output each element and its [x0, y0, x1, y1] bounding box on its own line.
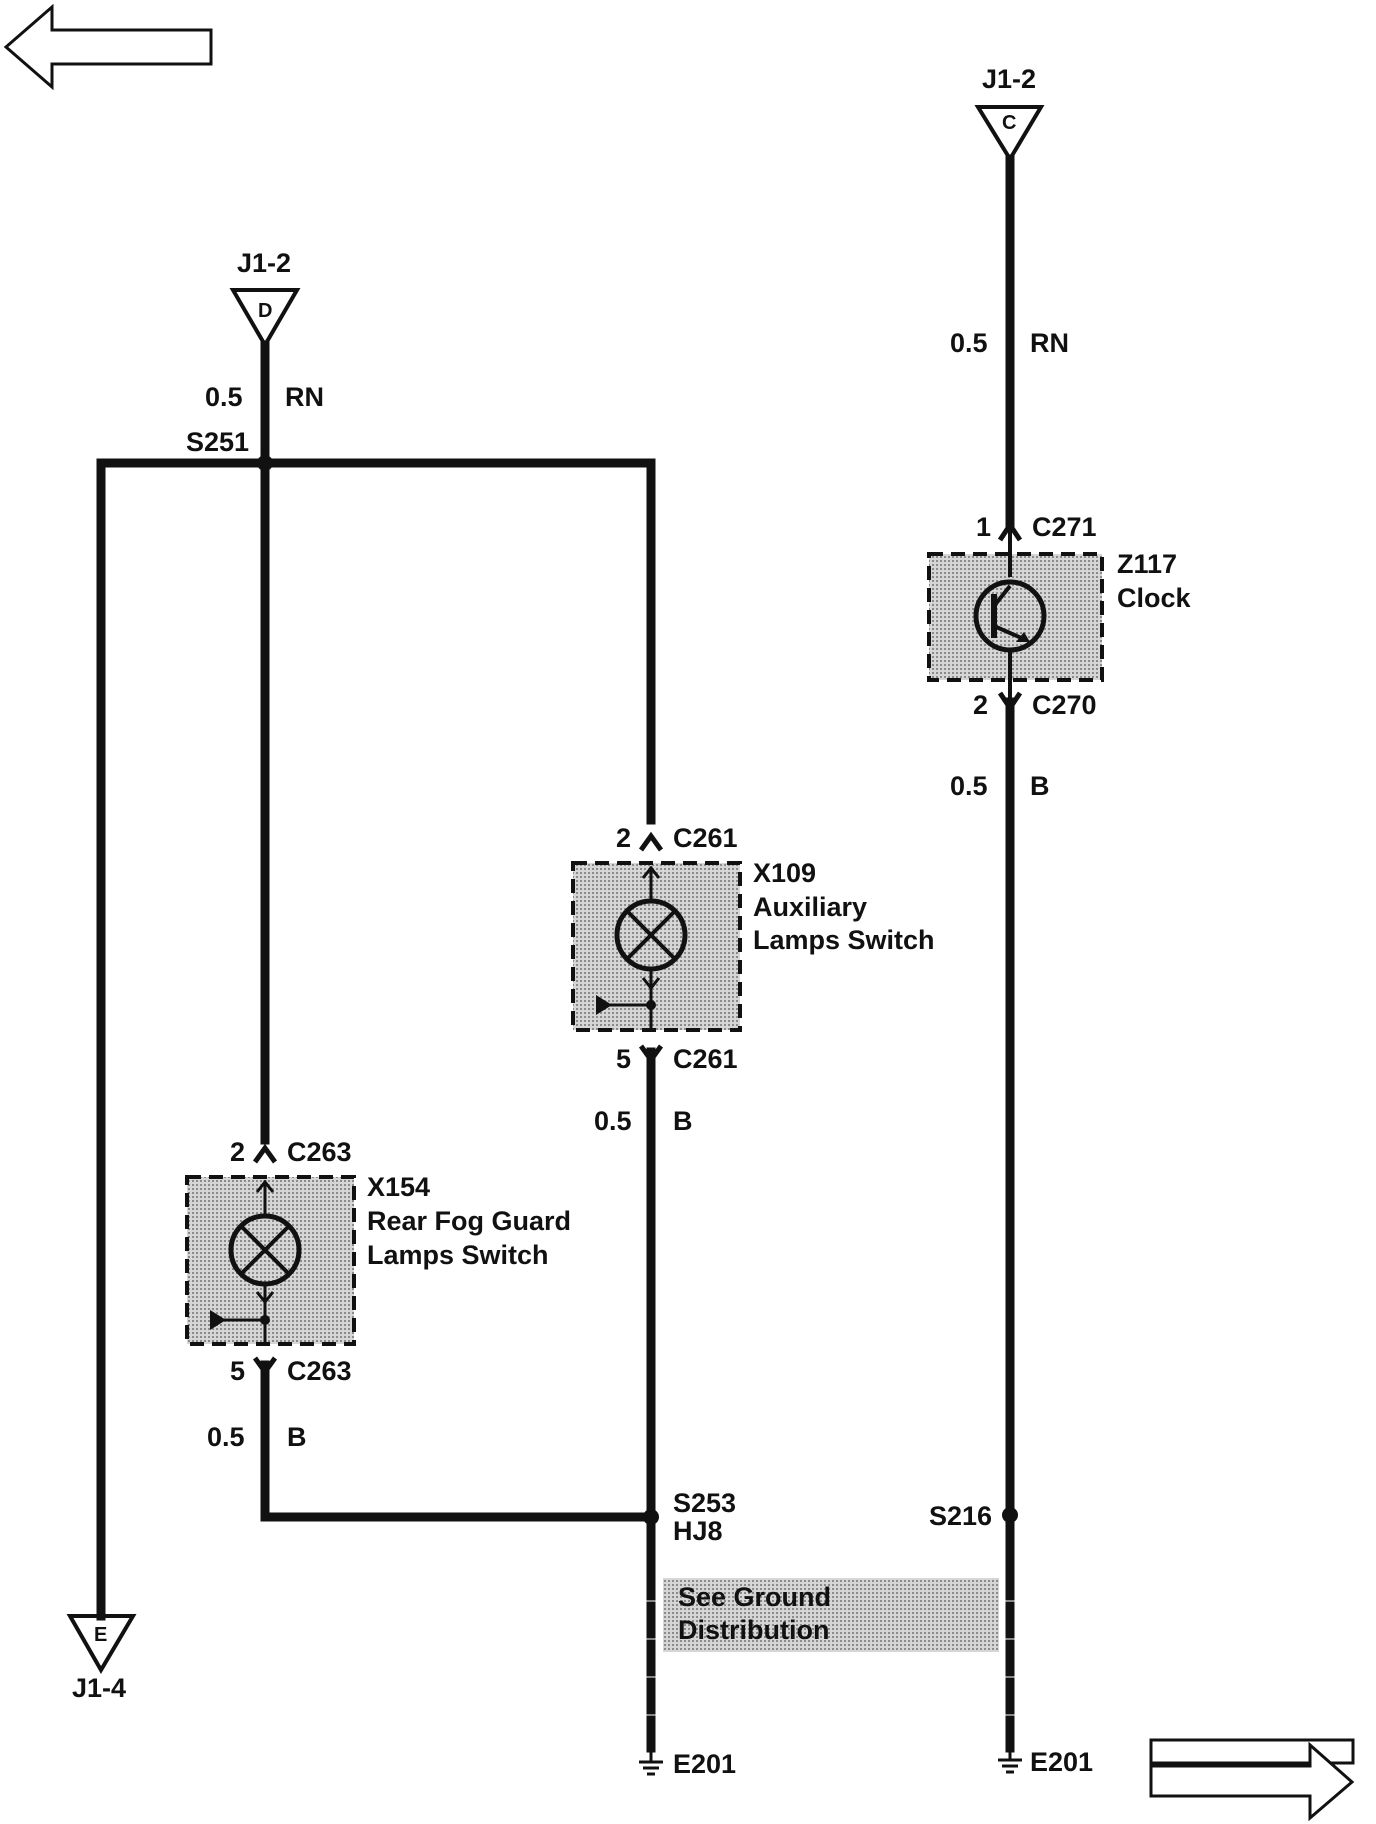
wire-label-aux-lower: 0.5 B — [594, 1106, 693, 1136]
splice-s253-sublabel: HJ8 — [673, 1516, 723, 1546]
clock-id: Z117 — [1117, 549, 1177, 579]
connector-d-triangle — [229, 288, 301, 349]
connector-pin-bottom-icon — [997, 691, 1023, 713]
component-clock: 1 C271 2 C270 Z117 Clock — [927, 512, 1192, 720]
aux-conn-bottom: C261 — [673, 1044, 738, 1074]
splice-s253-dot — [643, 1509, 659, 1525]
wire-size: 0.5 — [594, 1106, 632, 1136]
connector-d: J1-2 D — [229, 248, 301, 349]
connector-pin-bottom-icon — [638, 1044, 664, 1065]
ground-note-box — [663, 1578, 999, 1652]
wire-color: B — [287, 1422, 307, 1452]
ground-note-line1: See Ground — [678, 1582, 831, 1612]
wire-label-clock-lower: 0.5 B — [950, 771, 1050, 801]
connector-pin-top-icon — [252, 1143, 278, 1164]
ground-left-label: E201 — [673, 1749, 736, 1779]
fog-pin-bottom: 5 — [230, 1356, 245, 1386]
connector-pin-top-icon — [638, 831, 664, 852]
wire-size: 0.5 — [950, 771, 988, 801]
wire-label-c-upper: 0.5 RN — [950, 328, 1069, 358]
fog-id: X154 — [367, 1172, 430, 1202]
wire-size: 0.5 — [207, 1422, 245, 1452]
clock-name: Clock — [1117, 583, 1192, 613]
connector-c: J1-2 C — [974, 64, 1045, 163]
ground-distribution-note[interactable]: See Ground Distribution — [663, 1578, 999, 1652]
connector-c-triangle — [974, 105, 1045, 163]
clock-conn-top: C271 — [1032, 512, 1097, 542]
aux-id: X109 — [753, 858, 816, 888]
wire-color: RN — [285, 382, 324, 412]
connector-c-letter: C — [1002, 112, 1016, 134]
splice-s251-dot — [257, 455, 273, 471]
previous-page-arrow[interactable] — [3, 3, 213, 91]
ground-icon — [639, 1750, 663, 1776]
fog-conn-top: C263 — [287, 1137, 352, 1167]
fog-inner-bottom-arrow — [255, 1291, 275, 1305]
ground-left: E201 — [639, 1749, 736, 1779]
fog-name-line2: Lamps Switch — [367, 1240, 549, 1270]
connector-c-label: J1-2 — [982, 64, 1036, 94]
aux-switch-node — [646, 1000, 656, 1010]
wire-label-d-upper: 0.5 RN — [205, 382, 324, 412]
fog-pin-top: 2 — [230, 1137, 245, 1167]
aux-switch-arrow-icon — [596, 995, 612, 1015]
next-page-arrow-head[interactable] — [1149, 1741, 1355, 1822]
connector-d-letter: D — [258, 300, 272, 322]
component-aux-switch: 2 C261 5 C261 X109 Auxiliary Lamps Switc… — [571, 823, 935, 1074]
ground-right-label: E201 — [1030, 1747, 1093, 1777]
wire-size: 0.5 — [205, 382, 243, 412]
connector-e-letter: E — [94, 1624, 107, 1646]
splice-s216-dot — [1002, 1507, 1018, 1523]
fog-switch-node — [260, 1315, 270, 1325]
splice-s251-label: S251 — [186, 427, 249, 457]
connector-e-label: J1-4 — [72, 1673, 126, 1703]
fog-switch-arrow-icon — [210, 1310, 226, 1330]
clock-box — [927, 552, 1104, 682]
aux-conn-top: C261 — [673, 823, 738, 853]
aux-pin-top: 2 — [616, 823, 631, 853]
wire-label-fog-lower: 0.5 B — [207, 1422, 307, 1452]
ground-note-line2: Distribution — [678, 1615, 829, 1645]
clock-pin-bottom: 2 — [973, 690, 988, 720]
fog-name-line1: Rear Fog Guard — [367, 1206, 571, 1236]
fog-conn-bottom: C263 — [287, 1356, 352, 1386]
aux-name-line1: Auxiliary — [753, 892, 867, 922]
wire-color: RN — [1030, 328, 1069, 358]
ground-right: E201 — [998, 1747, 1093, 1777]
ground-icon — [998, 1748, 1022, 1774]
component-fog-switch: 2 C263 5 C263 X154 Rear Fog Guard Lamps … — [185, 1137, 571, 1386]
aux-name-line2: Lamps Switch — [753, 925, 935, 955]
connector-pin-bottom-icon — [252, 1356, 278, 1377]
wire-size: 0.5 — [950, 328, 988, 358]
wire-color: B — [673, 1106, 693, 1136]
connector-d-label: J1-2 — [237, 248, 291, 278]
wire-color: B — [1030, 771, 1050, 801]
splice-s253-label: S253 — [673, 1488, 736, 1518]
aux-inner-bottom-arrow — [641, 977, 661, 991]
clock-conn-bottom: C270 — [1032, 690, 1097, 720]
clock-pin-top: 1 — [976, 512, 991, 542]
splice-s216-label: S216 — [929, 1501, 992, 1531]
connector-e: E J1-4 — [66, 1614, 137, 1703]
aux-pin-bottom: 5 — [616, 1044, 631, 1074]
